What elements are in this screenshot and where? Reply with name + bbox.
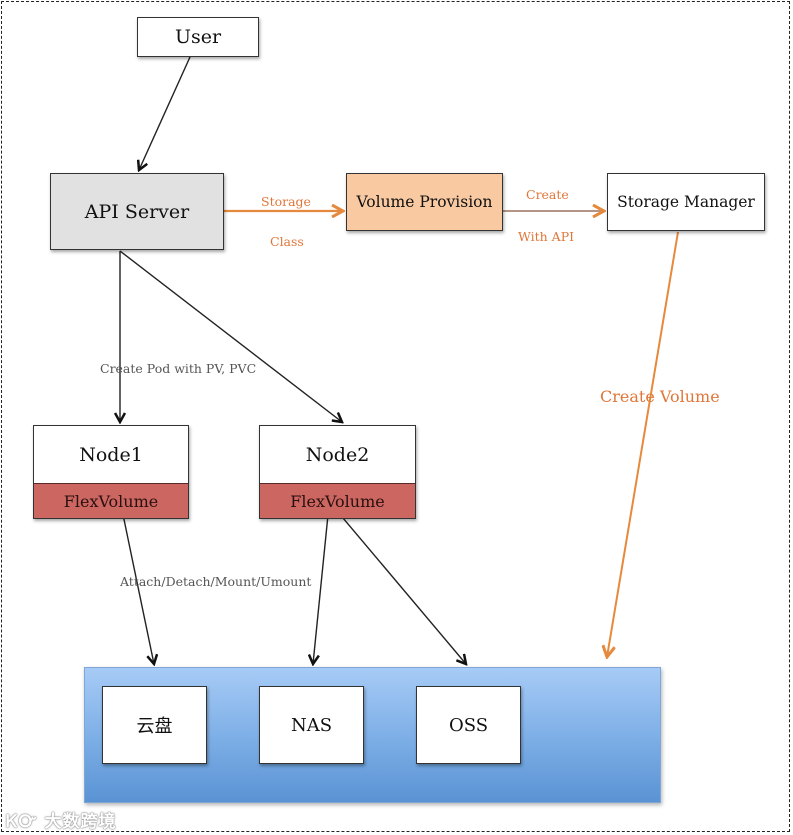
storage-cloud-disk: 云盘 [102,686,207,764]
api-server-node: API Server [50,173,224,250]
node2: Node2 FlexVolume [259,425,416,519]
watermark: ᏦᏅ 大数跨境 [6,807,117,832]
node2-flexvolume: FlexVolume [260,484,415,518]
edge-label-create-volume: Create Volume [600,387,720,406]
storage-oss: OSS [416,686,521,764]
user-label: User [174,26,222,48]
api-server-label: API Server [84,200,190,223]
storage-manager-label: Storage Manager [617,193,755,211]
edge-label-class: Class [270,234,304,249]
volume-provision-node: Volume Provision [346,173,503,231]
storage-nas: NAS [259,686,364,764]
edge-label-storage: Storage [261,194,311,209]
watermark-logo-icon: ᏦᏅ [6,812,45,832]
watermark-text: 大数跨境 [44,812,117,832]
node1-flexvolume: FlexVolume [34,484,188,518]
user-node: User [137,17,259,57]
node1-label: Node1 [34,426,188,484]
volume-provision-label: Volume Provision [356,193,493,211]
node2-label: Node2 [260,426,415,484]
edge-label-create-pod: Create Pod with PV, PVC [100,361,257,376]
edge-label-attach-detach: Attach/Detach/Mount/Umount [120,574,312,589]
edge-label-create: Create [526,187,569,202]
storage-manager-node: Storage Manager [607,173,765,231]
edge-label-with-api: With API [518,229,575,244]
node1: Node1 FlexVolume [33,425,189,519]
